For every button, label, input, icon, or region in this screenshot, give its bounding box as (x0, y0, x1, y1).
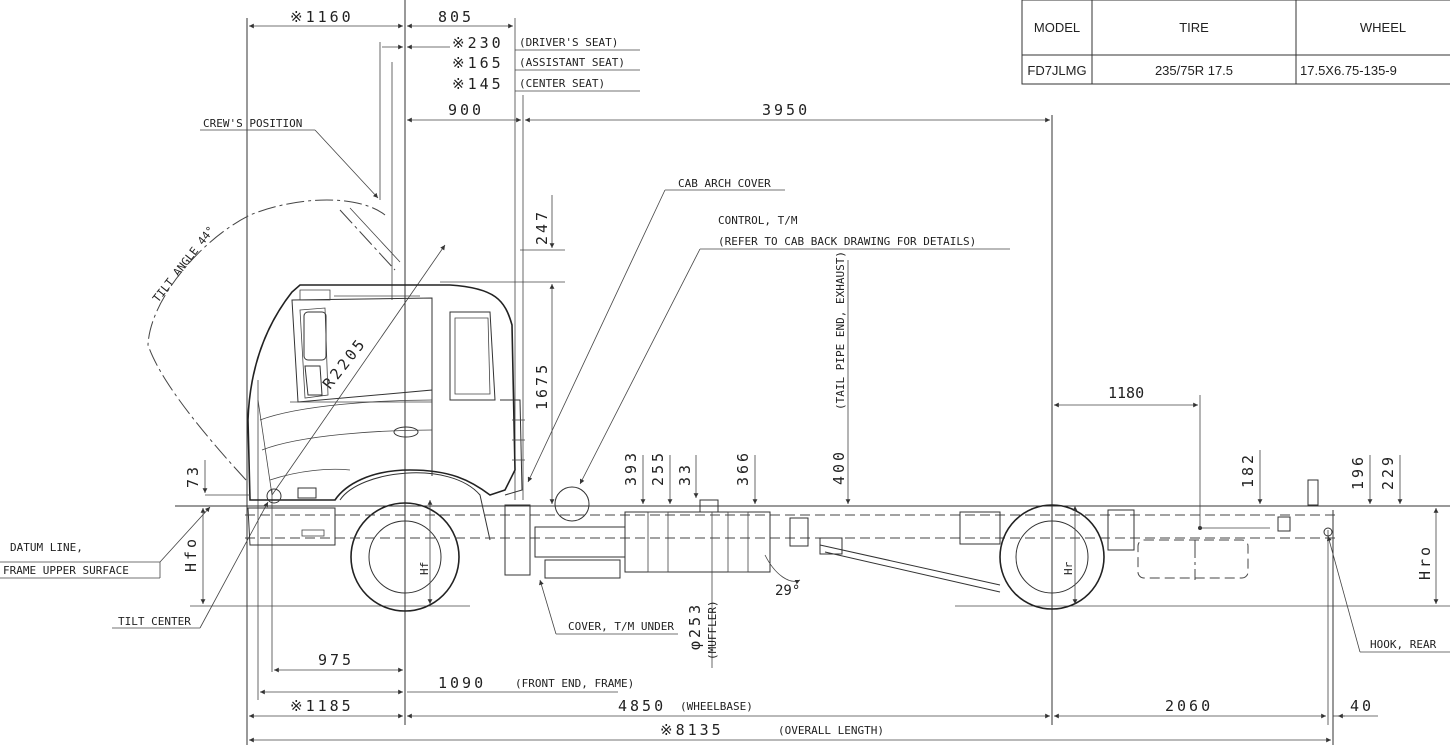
label-driver-seat: (DRIVER'S SEAT) (519, 36, 618, 49)
top-dimensions: ※1160 805 ※230 (DRIVER'S SEAT) ※165 (ASS… (249, 8, 1050, 123)
dim-975: 975 (318, 651, 354, 669)
label-center-seat: (CENTER SEAT) (519, 77, 605, 90)
dim-165: ※165 (452, 54, 504, 72)
dim-805: 805 (438, 8, 474, 26)
dim-400: 400 (830, 449, 848, 485)
dim-3950: 3950 (762, 101, 810, 119)
label-overall-length: (OVERALL LENGTH) (778, 724, 884, 737)
label-control-tm: CONTROL, T/M (718, 214, 798, 227)
dim-1160: ※1160 (290, 8, 354, 26)
dim-40: 40 (1350, 697, 1374, 715)
table-cell-tire: 235/75R 17.5 (1155, 63, 1233, 78)
table-header-wheel: WHEEL (1360, 20, 1406, 35)
dim-145: ※145 (452, 75, 504, 93)
label-frame-upper-surface: FRAME UPPER SURFACE (3, 564, 129, 577)
chassis-frame (245, 479, 1340, 593)
vertical-dimensions: 247 1675 73 Hfo 393 255 33 366 400 (TAIL… (182, 195, 1439, 668)
dim-hfo: Hfo (182, 536, 200, 572)
dim-hr: Hr (1062, 561, 1075, 575)
dim-hf: Hf (418, 562, 431, 575)
horizontal-dimensions: 1180 975 1090 (FRONT END, FRAME) ※1185 4… (249, 384, 1378, 743)
label-cover-tm-under: COVER, T/M UNDER (568, 620, 674, 633)
label-muffler: (MUFFLER) (706, 600, 719, 660)
dim-253: φ253 (686, 602, 704, 650)
label-datum-line: DATUM LINE, (10, 541, 83, 554)
label-cab-arch-cover: CAB ARCH COVER (678, 177, 771, 190)
dim-229: 229 (1379, 454, 1397, 490)
table-header-tire: TIRE (1179, 20, 1209, 35)
label-tilt-center: TILT CENTER (118, 615, 191, 628)
label-refer-cab-back: (REFER TO CAB BACK DRAWING FOR DETAILS) (718, 235, 976, 248)
dim-1090: 1090 (438, 674, 486, 692)
label-hook-rear: HOOK, REAR (1370, 638, 1437, 651)
dim-196: 196 (1349, 454, 1367, 490)
table-cell-wheel: 17.5X6.75-135-9 (1300, 63, 1397, 78)
dim-73: 73 (184, 464, 202, 488)
label-tail-pipe: (TAIL PIPE END, EXHAUST) (834, 251, 847, 410)
dim-182: 182 (1239, 452, 1257, 488)
dim-1185: ※1185 (290, 697, 354, 715)
cab (247, 284, 525, 546)
spec-table: MODEL TIRE WHEEL FD7JLMG 235/75R 17.5 17… (1021, 0, 1450, 85)
rear-wheel: Hr (999, 504, 1105, 610)
dim-4850: 4850 (618, 697, 666, 715)
dim-1675: 1675 (533, 362, 551, 410)
dim-33: 33 (676, 462, 694, 486)
label-front-end-frame: (FRONT END, FRAME) (515, 677, 634, 690)
dim-29deg: 29° (775, 583, 800, 599)
reference-lines (175, 0, 1450, 745)
dim-247: 247 (533, 209, 551, 245)
misc-details (554, 486, 590, 522)
dim-hro: Hro (1416, 544, 1434, 580)
dim-366: 366 (734, 450, 752, 486)
table-header-model: MODEL (1034, 20, 1080, 35)
dim-8135: ※8135 (660, 721, 724, 739)
label-wheelbase: (WHEELBASE) (680, 700, 753, 713)
label-tilt-angle: TILT ANGLE 44° (150, 224, 217, 305)
dim-255: 255 (649, 450, 667, 486)
label-assistant-seat: (ASSISTANT SEAT) (519, 56, 625, 69)
dim-1180: 1180 (1108, 384, 1144, 402)
dim-393: 393 (622, 450, 640, 486)
dim-230: ※230 (452, 34, 504, 52)
dim-2060: 2060 (1165, 697, 1213, 715)
dim-900: 900 (448, 101, 484, 119)
label-crews-position: CREW'S POSITION (203, 117, 302, 130)
table-cell-model: FD7JLMG (1027, 63, 1086, 78)
front-wheel: Hf (350, 500, 460, 612)
